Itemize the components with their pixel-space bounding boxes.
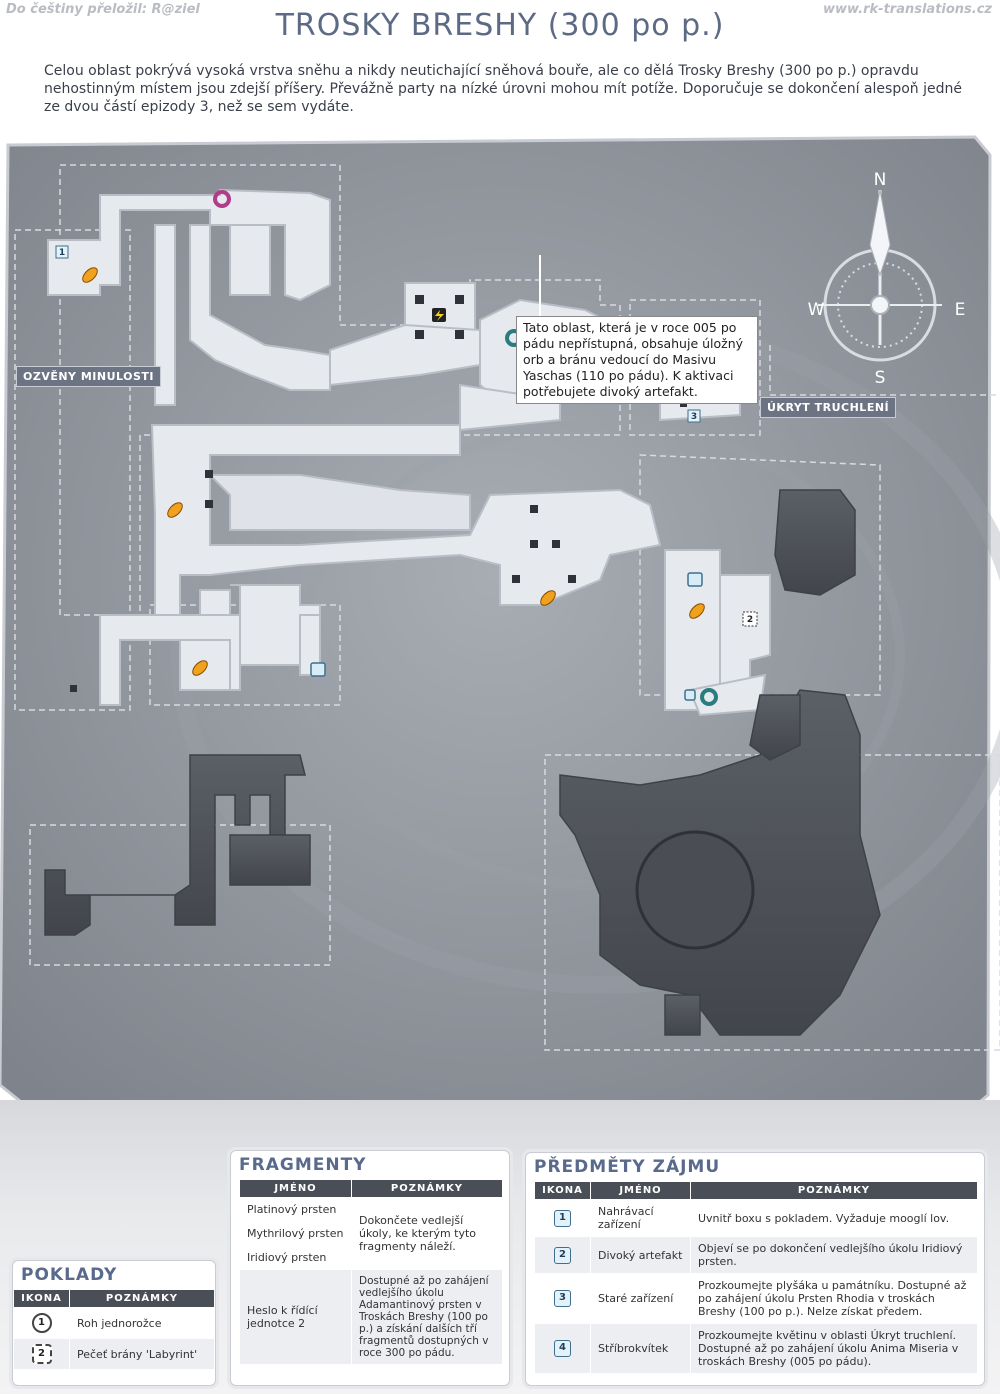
- fragment-group-note: Dokončete vedlejší úkoly, ke kterým tyto…: [351, 1197, 503, 1270]
- treasures-header-icon: IKONA: [13, 1289, 70, 1308]
- table-row: Iridiový prsten: [239, 1245, 503, 1270]
- table-row: 1 Nahrávací zařízení Uvnitř boxu s pokla…: [534, 1199, 978, 1237]
- fragments-table: JMÉNO POZNÁMKY Platinový prsten Dokončet…: [239, 1179, 503, 1365]
- treasure-gate-icon: 2: [31, 1344, 52, 1364]
- table-row: 3 Staré zařízení Prozkoumejte plyšáka u …: [534, 1273, 978, 1324]
- translator-credit: Do češtiny přeložil: R@ziel: [6, 2, 200, 17]
- items-table: IKONA JMÉNO POZNÁMKY 1 Nahrávací zařízen…: [534, 1181, 978, 1374]
- item-note: Objeví se po dokončení vedlejšího úkolu …: [690, 1236, 978, 1274]
- item-name: Nahrávací zařízení: [590, 1199, 691, 1237]
- fragment-note: Dostupné až po zahájení vedlejšího úkolu…: [351, 1269, 503, 1365]
- table-row: Heslo k řídící jednotce 2 Dostupné až po…: [239, 1269, 503, 1365]
- items-header-icon: IKONA: [534, 1181, 591, 1200]
- table-row: 4 Stříbrokvítek Prozkoumejte květinu v o…: [534, 1323, 978, 1374]
- page-title: TROSKY BRESHY (300 po p.): [275, 8, 725, 43]
- treasures-table: IKONA POZNÁMKY 1 Roh jednorožce 2 Pečeť …: [13, 1289, 215, 1370]
- fragment-name: Platinový prsten: [239, 1197, 352, 1222]
- item-note: Uvnitř boxu s pokladem. Vyžaduje mooglí …: [690, 1199, 978, 1237]
- area-label-ukryt: ÚKRYT TRUCHLENÍ: [760, 397, 897, 418]
- table-row: Platinový prsten Dokončete vedlejší úkol…: [239, 1197, 503, 1270]
- treasures-title: POKLADY: [21, 1265, 118, 1285]
- items-panel: PŘEDMĚTY ZÁJMU IKONA JMÉNO POZNÁMKY 1 Na…: [525, 1152, 985, 1386]
- item-box-icon: 1: [554, 1209, 571, 1227]
- area-label-ozveny: OZVĚNY MINULOSTI: [16, 366, 162, 387]
- item-note: Prozkoumejte plyšáka u památníku. Dostup…: [690, 1273, 978, 1324]
- item-box-icon: 2: [554, 1246, 571, 1264]
- fragment-name: Heslo k řídící jednotce 2: [239, 1269, 352, 1365]
- treasure-note: Roh jednorožce: [69, 1307, 215, 1339]
- item-marker-1: 1: [59, 248, 65, 258]
- item-name: Stříbrokvítek: [590, 1323, 691, 1374]
- item-marker-3: 3: [691, 412, 697, 422]
- fragments-panel: FRAGMENTY JMÉNO POZNÁMKY Platinový prste…: [230, 1150, 510, 1386]
- items-title: PŘEDMĚTY ZÁJMU: [534, 1157, 721, 1177]
- item-box-icon: 4: [554, 1340, 571, 1357]
- fragment-name: Mythrilový prsten: [239, 1221, 352, 1246]
- compass-n: N: [874, 170, 887, 190]
- treasure-marker-2: 2: [747, 615, 753, 625]
- items-header-name: JMÉNO: [590, 1181, 691, 1200]
- map-callout: Tato oblast, která je v roce 005 po pádu…: [516, 316, 758, 404]
- item-note: Prozkoumejte květinu v oblasti Úkryt tru…: [690, 1323, 978, 1374]
- table-row: 2 Pečeť brány 'Labyrint': [13, 1338, 215, 1370]
- compass-w: W: [808, 300, 825, 320]
- compass-s: S: [875, 368, 886, 388]
- fragments-title: FRAGMENTY: [239, 1155, 367, 1175]
- table-row: Mythrilový prsten: [239, 1221, 503, 1246]
- treasures-header-notes: POZNÁMKY: [69, 1289, 215, 1308]
- table-row: 2 Divoký artefakt Objeví se po dokončení…: [534, 1236, 978, 1274]
- website-credit: www.rk-translations.cz: [822, 2, 992, 17]
- treasures-panel: POKLADY IKONA POZNÁMKY 1 Roh jednorožce …: [12, 1260, 216, 1386]
- item-box-icon: 3: [554, 1290, 571, 1307]
- area-map: N S W E 1 2 3 4 1 2 OZVĚNY MINULOSTI ÚKR…: [0, 135, 1000, 1115]
- treasure-circle-icon: 1: [31, 1313, 52, 1333]
- item-name: Staré zařízení: [590, 1273, 691, 1324]
- table-row: 1 Roh jednorožce: [13, 1307, 215, 1339]
- treasure-note: Pečeť brány 'Labyrint': [69, 1338, 215, 1370]
- intro-text: Celou oblast pokrývá vysoká vrstva sněhu…: [44, 63, 962, 115]
- unexplored-floor: [44, 489, 881, 1036]
- fragments-header-notes: POZNÁMKY: [351, 1179, 503, 1198]
- compass-e: E: [955, 300, 966, 320]
- item-name: Divoký artefakt: [590, 1236, 691, 1274]
- items-header-notes: POZNÁMKY: [690, 1181, 978, 1200]
- fragments-header-name: JMÉNO: [239, 1179, 352, 1198]
- map-graphic: N S W E 1 2 3 4 1 2: [0, 135, 1000, 1112]
- compass: [818, 189, 942, 362]
- fragment-name: Iridiový prsten: [239, 1245, 352, 1270]
